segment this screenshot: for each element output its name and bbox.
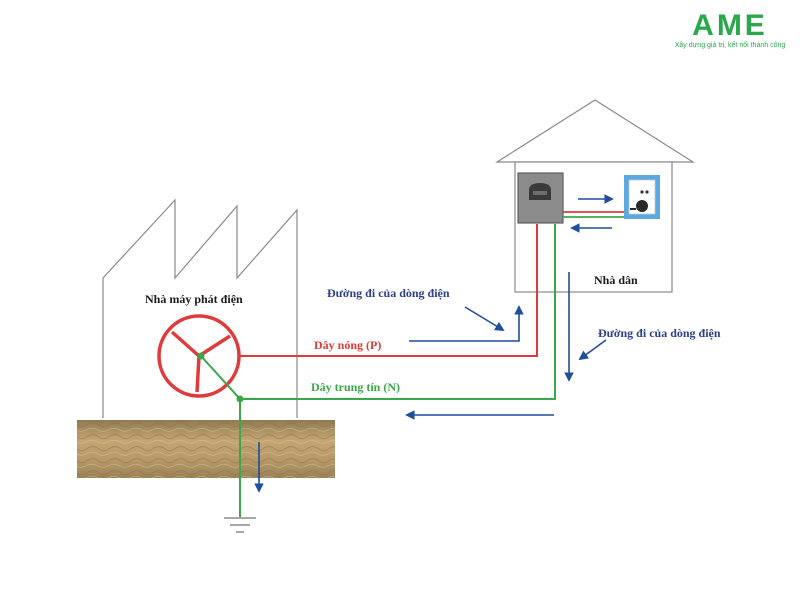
power-outlet-icon [624, 175, 660, 219]
current-path-right-label: Đường đi của dòng điện [598, 326, 721, 340]
arrow-neutral-current [578, 339, 607, 361]
neutral-wire [200, 224, 556, 400]
ame-logo: AME Xây dựng giá trị, kết nối thành công [668, 9, 792, 50]
ground-symbol-icon [224, 517, 256, 533]
hot-wire [240, 224, 538, 357]
house-label: Nhà dân [594, 273, 638, 287]
logo-tagline: Xây dựng giá trị, kết nối thành công [674, 42, 786, 49]
neutral-junction-dot [197, 352, 205, 360]
power-plant-building [102, 198, 298, 418]
arrow-hot-into-house [409, 305, 524, 342]
neutral-wire-label: Dây trung tín (N) [311, 380, 400, 394]
hot-wire-label: Dây nóng (P) [314, 338, 381, 352]
power-plant-label: Nhà máy phát điện [145, 292, 243, 306]
arrow-hot-current [464, 306, 505, 331]
generator-symbol [157, 314, 241, 398]
electric-meter-icon [517, 172, 564, 224]
logo-name: AME [692, 9, 768, 42]
ground-soil [77, 420, 335, 478]
current-path-left-label: Đường đi của dòng điện [327, 286, 450, 300]
